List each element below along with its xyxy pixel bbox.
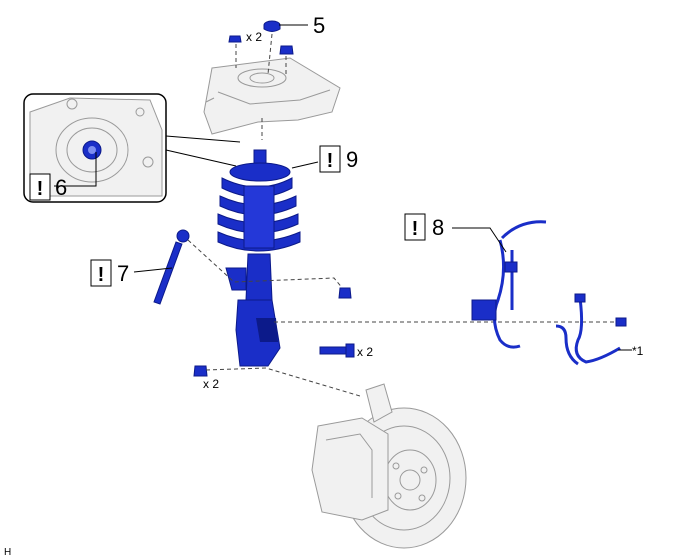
warning-box-7: !: [90, 259, 112, 287]
strut-nut: [193, 365, 208, 377]
callout-8: 8: [432, 215, 444, 240]
stabilizer-link: [153, 229, 190, 305]
strut-mount-detail-inset: [23, 93, 167, 203]
stabilizer-link-nut: [338, 287, 352, 299]
callout-6: 6: [55, 175, 67, 200]
qty-strut-bolts: x 2: [357, 345, 373, 359]
svg-text:!: !: [412, 218, 419, 240]
svg-text:!: !: [327, 150, 334, 172]
inset-connector-upper: [165, 135, 241, 143]
warning-box-6: !: [29, 173, 51, 201]
corner-label: H: [4, 547, 11, 558]
svg-text:!: !: [98, 264, 105, 286]
leader-8: [452, 227, 507, 253]
inset-connector-lower: [165, 149, 237, 167]
callout-7: 7: [117, 261, 129, 286]
warning-box-9: !: [319, 145, 341, 173]
leader-6: [54, 152, 97, 187]
leader-9: [291, 161, 319, 169]
callout-5: 5: [313, 13, 325, 38]
qty-top-nuts: x 2: [246, 30, 262, 44]
callout-ref-1: *1: [632, 344, 644, 358]
front-shock-absorber-with-coil-spring: [217, 149, 301, 367]
leader-7: [133, 267, 173, 273]
callout-9: 9: [346, 147, 358, 172]
qty-strut-nuts: x 2: [203, 377, 219, 391]
top-nut-right: [279, 45, 294, 55]
upper-body-mount: [203, 57, 341, 135]
strut-bolt: [319, 343, 355, 358]
svg-text:!: !: [37, 178, 44, 200]
speed-sensor-wire-harness: [471, 220, 547, 349]
brake-disc-and-caliper: [311, 383, 467, 549]
flexible-hose: [555, 293, 627, 366]
top-nut-left: [228, 35, 242, 43]
warning-box-8: !: [404, 213, 426, 241]
item-5-cap: [263, 20, 281, 32]
